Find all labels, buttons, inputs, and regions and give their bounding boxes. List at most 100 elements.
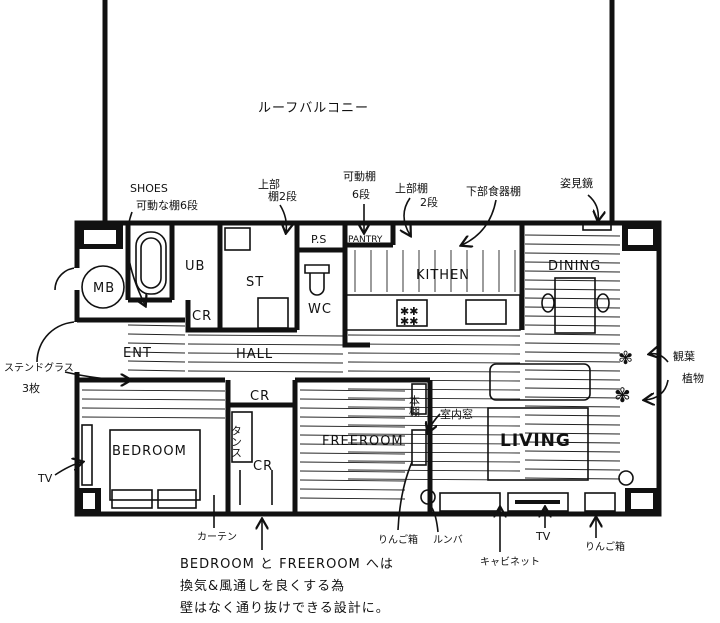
floor-line (524, 369, 621, 372)
bookshelf (411, 383, 427, 415)
kitchen-sink (465, 299, 507, 325)
apple-box-note-2: りんご箱 (585, 540, 625, 553)
floor-line (299, 407, 406, 410)
floor-line (524, 468, 621, 471)
kitchen-label: KITHEN (416, 268, 470, 283)
annotations: SHOES 可動な棚6段 上部 棚2段 可動棚 6段 上部棚 2段 下部食器棚 … (4, 169, 704, 568)
floor-line (127, 333, 186, 336)
cabinet (439, 492, 501, 512)
floor-line (347, 388, 521, 391)
room-labels: MB UB ST WC P.S PANTRY KITHEN DINING CR … (93, 233, 601, 474)
svg-text:✱✱: ✱✱ (400, 305, 418, 318)
roomba-note: ルンバ (433, 534, 463, 546)
mb-circle (81, 265, 125, 309)
floor-line (299, 389, 406, 392)
plant-pot (618, 470, 634, 486)
stove-icon (396, 299, 428, 327)
shoes-note: SHOES (130, 182, 168, 195)
bed (109, 429, 201, 501)
sofa (489, 363, 591, 401)
floor-line (347, 451, 521, 454)
mirror-note: 姿見鏡 (560, 176, 593, 190)
indoor-window-note: 室内窓 (440, 407, 473, 421)
floor-line (347, 397, 521, 400)
floor-line (524, 378, 621, 381)
floor-line (524, 315, 621, 318)
rug (487, 407, 589, 481)
floor-line (347, 370, 521, 373)
floor-line (524, 297, 621, 300)
floor-line (524, 324, 621, 327)
plants-note: 観葉 (673, 349, 695, 363)
note-line-2: 換気&風通しを良くする為 (180, 578, 345, 594)
pantry-shelf-note: 可動棚 (343, 169, 376, 183)
floor-line (127, 369, 186, 372)
freeroom-label: FREEROOM (322, 434, 404, 449)
floor-line (524, 288, 621, 291)
roof-balcony: ルーフバルコニー (102, 0, 615, 222)
tansu-label: タンス (230, 425, 243, 458)
tansu (231, 411, 253, 463)
cr-lower-label: CR (253, 459, 273, 474)
living-label: LIVING (500, 431, 571, 451)
cr-small-label: CR (192, 309, 212, 324)
floor-line (524, 234, 621, 237)
bookshelf-label: 本棚 (408, 394, 421, 418)
floor-line (299, 398, 406, 401)
floor-hatching (81, 234, 621, 500)
kitchen-lower-note: 下部食器棚 (466, 184, 521, 198)
floor-line (524, 423, 621, 426)
floor-line (347, 343, 521, 346)
apple-box (584, 492, 616, 512)
balcony-label: ルーフバルコニー (258, 101, 369, 116)
upper-shelf-st-note-2: 棚2段 (268, 189, 297, 203)
floor-line (524, 441, 621, 444)
floor-line (524, 306, 621, 309)
chair-left (541, 293, 555, 313)
tv-bedroom-unit (81, 424, 93, 486)
dining-table (554, 277, 596, 334)
curtain-note: カーテン (197, 531, 237, 543)
cabinet-note: キャビネット (480, 556, 540, 568)
bedroom-label: BEDROOM (112, 444, 187, 459)
design-note: BEDROOM と FREEROOM へは 換気&風通しを良くする為 壁はなく通… (180, 557, 393, 616)
pantry-label: PANTRY (348, 235, 383, 245)
floor-line (524, 405, 621, 408)
pantry-shelf-note-2: 6段 (352, 187, 370, 201)
floor-line (299, 461, 406, 464)
floor-line (299, 452, 406, 455)
stained-glass-note: ステンドグラス (4, 361, 74, 374)
floor-line (81, 416, 226, 419)
note-line-3: 壁はなく通り抜けできる設計に。 (180, 600, 390, 616)
fixtures: ✱✱✱✱ ✾ ✾ (81, 221, 634, 512)
floor-line (524, 432, 621, 435)
floor-line (524, 243, 621, 246)
ub-label: UB (185, 259, 205, 274)
dining-label: DINING (548, 259, 601, 274)
floor-line (524, 252, 621, 255)
floor-line (187, 334, 344, 337)
sink (224, 227, 251, 251)
tv-stand (507, 492, 569, 512)
floor-line (299, 434, 406, 437)
floor-line (347, 469, 521, 472)
washer (257, 297, 289, 329)
indoor-window (411, 429, 427, 466)
pillar-top-left-inner (84, 230, 116, 244)
floor-line (347, 361, 521, 364)
floor-line (524, 387, 621, 390)
roomba-icon (420, 489, 436, 505)
floor-line (187, 370, 344, 373)
floor-line (347, 352, 521, 355)
plant-icon: ✾ (618, 348, 633, 369)
floor-line (299, 497, 406, 500)
toilet-icon (304, 264, 330, 296)
tv-bedroom-note: TV (37, 472, 53, 485)
st-label: ST (246, 275, 264, 290)
ent-label: ENT (123, 346, 152, 361)
floor-line (347, 334, 521, 337)
plants-note-2: 植物 (682, 371, 704, 385)
floor-line (524, 459, 621, 462)
kitchen-upper-note-2: 2段 (420, 195, 438, 209)
